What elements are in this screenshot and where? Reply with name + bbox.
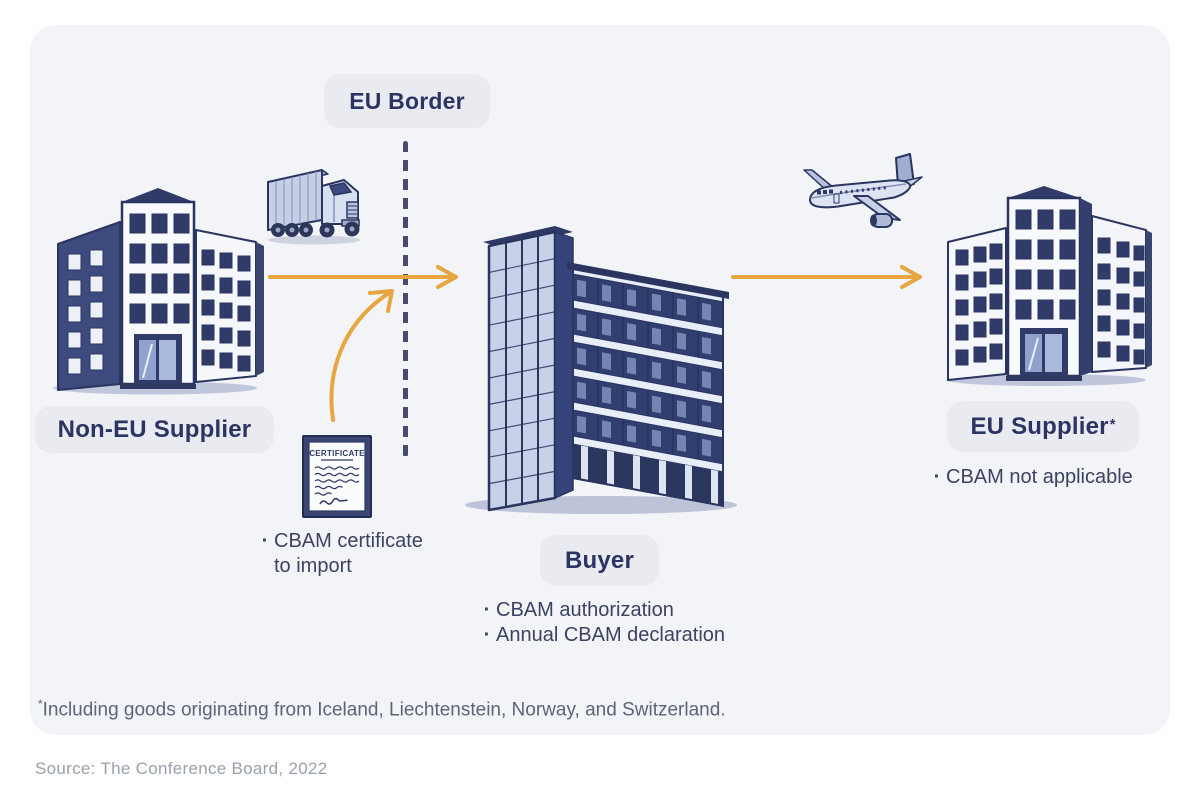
footnote-mark: *: [38, 698, 43, 711]
certificate-note-line2: to import: [274, 555, 352, 577]
eu-supplier-bullet-1: · CBAM not applicable: [928, 465, 1168, 490]
bullet-dot: ·: [483, 624, 491, 646]
certificate-note: · CBAM certificate to import: [256, 529, 456, 579]
non-eu-supplier-pill: Non-EU Supplier: [35, 406, 274, 453]
eu-supplier-footnote-mark: *: [1109, 416, 1116, 433]
eu-border-label: EU Border: [349, 87, 465, 114]
eu-supplier-label: EU Supplier: [970, 412, 1109, 440]
source-note: Source: The Conference Board, 2022: [35, 759, 328, 778]
footnote-text: Including goods originating from Iceland…: [42, 699, 726, 721]
bullet-dot: ·: [261, 530, 269, 552]
eu-border-pill: EU Border: [324, 74, 490, 128]
bullet-dot: ·: [933, 466, 941, 488]
eu-supplier-pill: EU Supplier*: [947, 401, 1139, 452]
buyer-bullet-2-text: Annual CBAM declaration: [496, 624, 726, 646]
buyer-building-icon: [465, 226, 737, 514]
certificate-note-line1: CBAM certificate: [274, 530, 423, 552]
non-eu-supplier-label: Non-EU Supplier: [57, 415, 252, 443]
eu-supplier-building-icon: [946, 186, 1152, 386]
eu-border-dashed-line: [403, 141, 408, 457]
certificate-icon: CERTIFICATE: [302, 435, 372, 518]
bullet-dot: ·: [483, 599, 491, 621]
buyer-bullet-1: · CBAM authorization: [478, 598, 778, 623]
buyer-pill: Buyer: [540, 535, 659, 586]
certificate-title: CERTIFICATE: [309, 449, 365, 458]
footnote: *Including goods originating from Icelan…: [38, 698, 726, 721]
eu-supplier-bullets: · CBAM not applicable: [928, 465, 1168, 490]
eu-supplier-bullet-1-text: CBAM not applicable: [946, 466, 1133, 488]
airplane-icon: [803, 153, 923, 228]
truck-icon: [267, 169, 360, 245]
buyer-bullets: · CBAM authorization · Annual CBAM decla…: [478, 598, 778, 648]
buyer-label: Buyer: [564, 546, 635, 574]
buyer-bullet-1-text: CBAM authorization: [496, 599, 674, 621]
non-eu-supplier-building-icon: [53, 188, 264, 395]
buyer-bullet-2: · Annual CBAM declaration: [478, 623, 778, 648]
